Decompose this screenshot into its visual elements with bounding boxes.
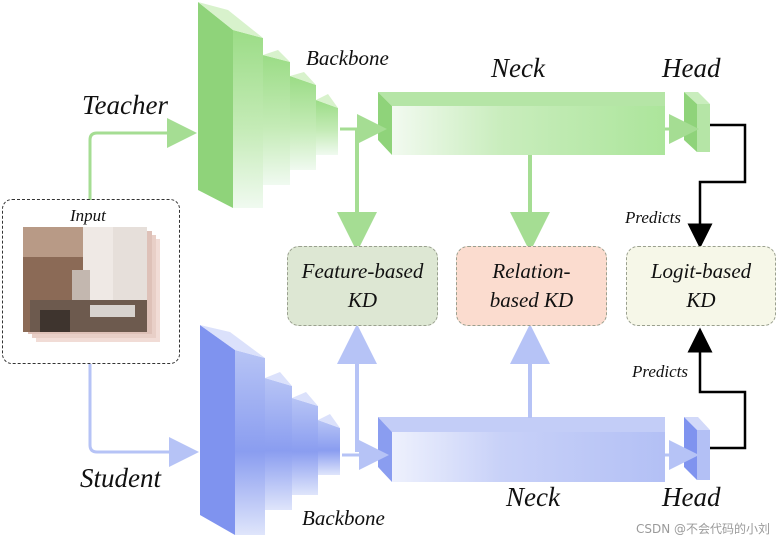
teacher-head <box>684 92 710 152</box>
teacher-predicts-arrow <box>687 123 747 249</box>
head-top-label: Head <box>662 53 721 83</box>
input-frame <box>2 199 180 364</box>
student-head <box>684 417 710 480</box>
feature-kd-line1: Feature-based <box>301 259 424 283</box>
logit-kd-line2: KD <box>686 288 716 312</box>
input-image-stack <box>23 227 160 342</box>
relation-kd-line1: Relation- <box>492 259 571 283</box>
teacher-label: Teacher <box>82 90 168 120</box>
relation-based-kd-box: Relation- based KD <box>456 246 607 326</box>
teacher-backbone <box>198 2 338 208</box>
student-predicts-arrow <box>687 327 747 450</box>
student-neck <box>378 417 665 482</box>
teacher-neck <box>378 92 665 155</box>
relation-kd-line2: based KD <box>489 288 574 312</box>
input-to-teacher-arrow <box>88 118 197 200</box>
head-bottom-label: Head <box>662 482 721 512</box>
logit-kd-line1: Logit-based <box>650 259 752 283</box>
input-to-student-arrow <box>88 364 199 467</box>
student-label: Student <box>80 463 161 493</box>
input-label: Input <box>70 206 106 225</box>
logit-based-kd-box: Logit-based KD <box>626 246 776 326</box>
neck-top-label: Neck <box>491 53 545 83</box>
neck-bottom-label: Neck <box>506 482 560 512</box>
backbone-bottom-label: Backbone <box>302 506 385 530</box>
feature-kd-line2: KD <box>347 288 378 312</box>
backbone-top-label: Backbone <box>306 46 389 70</box>
predicts-top-label: Predicts <box>625 208 682 227</box>
feature-based-kd-box: Feature-based KD <box>287 246 438 326</box>
watermark: CSDN @不会代码的小刘 <box>635 522 770 536</box>
predicts-bottom-label: Predicts <box>632 362 689 381</box>
student-backbone <box>200 325 340 535</box>
